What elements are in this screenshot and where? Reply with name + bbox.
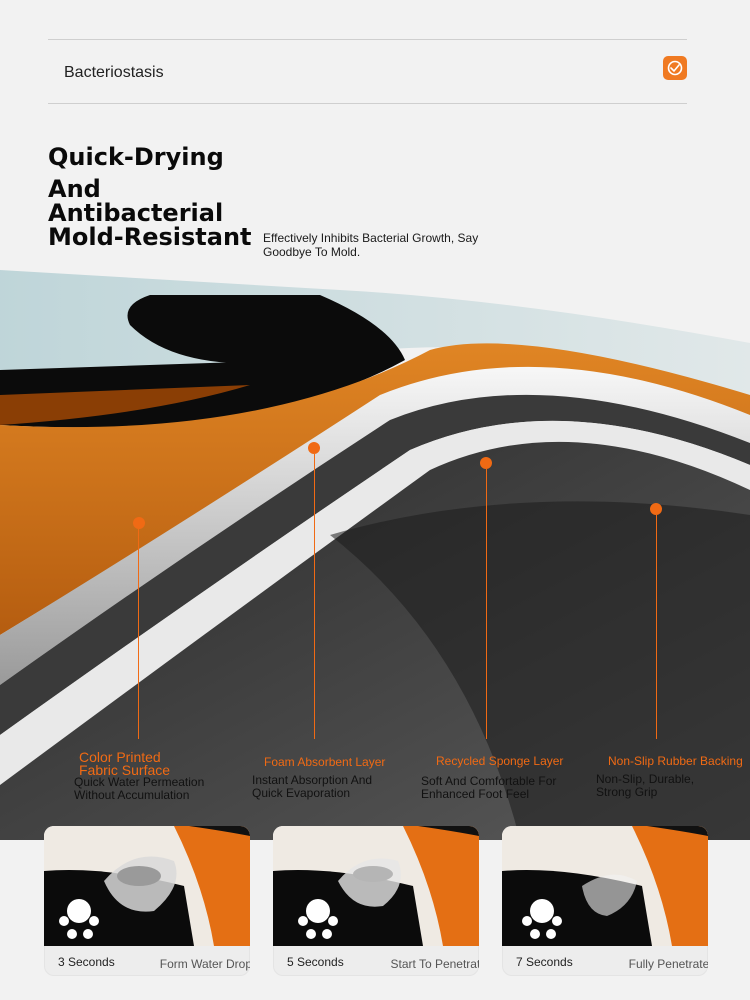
layer-3-desc: Soft And Comfortable For Enhanced Foot F… (421, 774, 557, 801)
water-penetrate-scene-icon (273, 826, 479, 946)
layer-3-title: Recycled Sponge Layer (436, 754, 564, 768)
water-absorbed-scene-icon (502, 826, 708, 946)
callout-line-rubber (656, 515, 657, 739)
step-card-2: 5 Seconds Start To Penetrate (273, 826, 479, 976)
header-bar: Bacteriostasis (48, 39, 687, 104)
layer-2-desc: Instant Absorption And Quick Evaporation (252, 773, 373, 800)
title-line-4: Mold-Resistant (48, 223, 252, 251)
step-1-result: Form Water Drops (159, 957, 250, 971)
layer-1-title: Color Printed Fabric Surface (79, 749, 171, 778)
callout-line-sponge (486, 469, 487, 739)
layer-2-title: Foam Absorbent Layer (264, 755, 386, 769)
title-line-2: And (48, 175, 101, 203)
water-drop-scene-icon (44, 826, 250, 946)
title-line-3: Antibacterial (48, 199, 224, 227)
callout-line-fabric (138, 529, 139, 739)
hero-subtitle: Effectively Inhibits Bacterial Growth, S… (263, 231, 479, 259)
mat-layers-illustration (0, 270, 750, 840)
hero-title: Quick-Drying And Antibacterial Mold-Resi… (48, 145, 252, 249)
shield-badge-icon (663, 56, 687, 80)
header-label: Bacteriostasis (64, 64, 164, 81)
step-2-time: 5 Seconds (287, 955, 344, 969)
layer-1-desc: Quick Water Permeation Without Accumulat… (74, 775, 205, 802)
layer-4-desc: Non-Slip, Durable, Strong Grip (596, 772, 695, 799)
title-line-1: Quick-Drying (48, 143, 224, 171)
layer-4-title: Non-Slip Rubber Backing (608, 754, 743, 768)
step-1-time: 3 Seconds (58, 955, 115, 969)
step-3-result: Fully Penetrated (628, 957, 708, 971)
callout-dot-sponge (480, 457, 492, 469)
callout-dot-fabric (133, 517, 145, 529)
step-card-3: 7 Seconds Fully Penetrated (502, 826, 708, 976)
callout-line-foam (314, 454, 315, 739)
callout-dot-rubber (650, 503, 662, 515)
step-2-result: Start To Penetrate (390, 957, 479, 971)
step-card-1: 3 Seconds Form Water Drops (44, 826, 250, 976)
step-3-time: 7 Seconds (516, 955, 573, 969)
callout-dot-foam (308, 442, 320, 454)
